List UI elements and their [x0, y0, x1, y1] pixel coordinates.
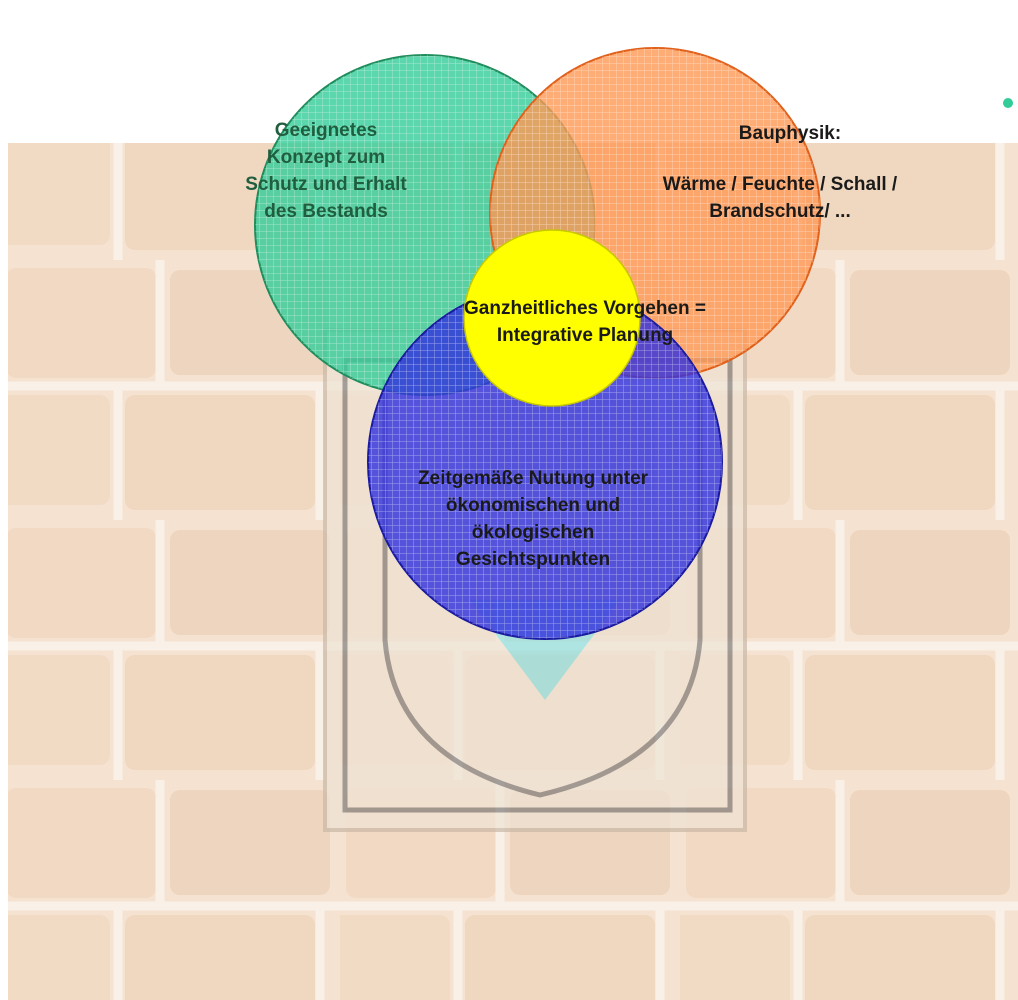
bullet-dot	[1003, 98, 1013, 108]
circle-center-yellow	[463, 229, 641, 407]
label-center: Ganzheitliches Vorgehen = Integrative Pl…	[464, 298, 706, 346]
label-blue-circle: Zeitgemäße Nutung unter ökonomischen und…	[417, 468, 649, 570]
label-orange-body: Wärme / Feuchte / Schall / Brandschutz/ …	[662, 174, 898, 222]
label-orange-title: Bauphysik:	[738, 123, 842, 144]
label-green-circle: Geeignetes Konzept zum Schutz und Erhalt…	[245, 120, 407, 222]
circle-blue	[367, 284, 723, 640]
